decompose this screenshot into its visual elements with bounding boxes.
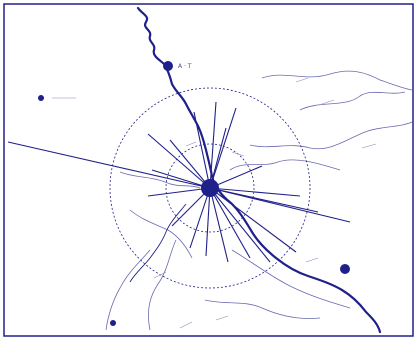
boundary-line-bottom bbox=[204, 299, 321, 319]
radial-line-south-east bbox=[209, 187, 297, 253]
radial-line-east-north bbox=[209, 187, 301, 197]
boundary-line-center-west bbox=[119, 171, 201, 189]
place-marker-southeast bbox=[340, 264, 350, 274]
radial-line-west-south bbox=[147, 187, 211, 197]
radial-line-west-north bbox=[151, 169, 211, 189]
place-marker-west bbox=[38, 95, 44, 101]
place-label-north: A · T bbox=[178, 63, 192, 70]
radial-line-north-west-2 bbox=[169, 139, 211, 189]
radial-line-east-2 bbox=[209, 187, 319, 213]
radial-line-north-west bbox=[147, 133, 211, 189]
map-border bbox=[3, 3, 414, 337]
main-river bbox=[136, 6, 382, 334]
radial-line-south-2 bbox=[209, 187, 229, 263]
radial-line-north-east bbox=[209, 107, 237, 189]
range-ring-inner bbox=[165, 143, 255, 233]
hub-marker[interactable] bbox=[201, 179, 219, 197]
radial-line-east-north-2 bbox=[209, 165, 263, 189]
boundary-line-east bbox=[299, 91, 406, 111]
radial-line-south bbox=[209, 187, 251, 259]
faint-labels bbox=[52, 77, 377, 329]
radial-line-north bbox=[193, 111, 211, 189]
radial-line-south-east-2 bbox=[209, 187, 271, 263]
radial-line-west bbox=[7, 141, 211, 189]
radial-line-south-3 bbox=[205, 187, 211, 257]
place-west[interactable] bbox=[38, 95, 44, 101]
boundary-line-south-west bbox=[129, 209, 193, 259]
radial-line-north-east-2 bbox=[209, 127, 227, 189]
place-north[interactable]: A · T bbox=[163, 61, 192, 71]
boundary-line-east-mid bbox=[249, 121, 413, 150]
place-marker-north bbox=[163, 61, 173, 71]
place-southeast[interactable] bbox=[340, 264, 350, 274]
radial-line-north-2 bbox=[209, 101, 217, 189]
boundary-line-center-east bbox=[229, 159, 341, 171]
place-southwest[interactable] bbox=[110, 320, 116, 326]
range-rings bbox=[109, 87, 311, 289]
boundary-line-south-east bbox=[231, 249, 351, 309]
radial-line-south-west bbox=[189, 187, 211, 249]
boundary-line-south-mid bbox=[148, 239, 177, 331]
tributary-river bbox=[129, 203, 187, 283]
range-ring-outer bbox=[109, 87, 311, 289]
place-marker-southwest bbox=[110, 320, 116, 326]
boundary-line-north-east bbox=[261, 70, 413, 91]
